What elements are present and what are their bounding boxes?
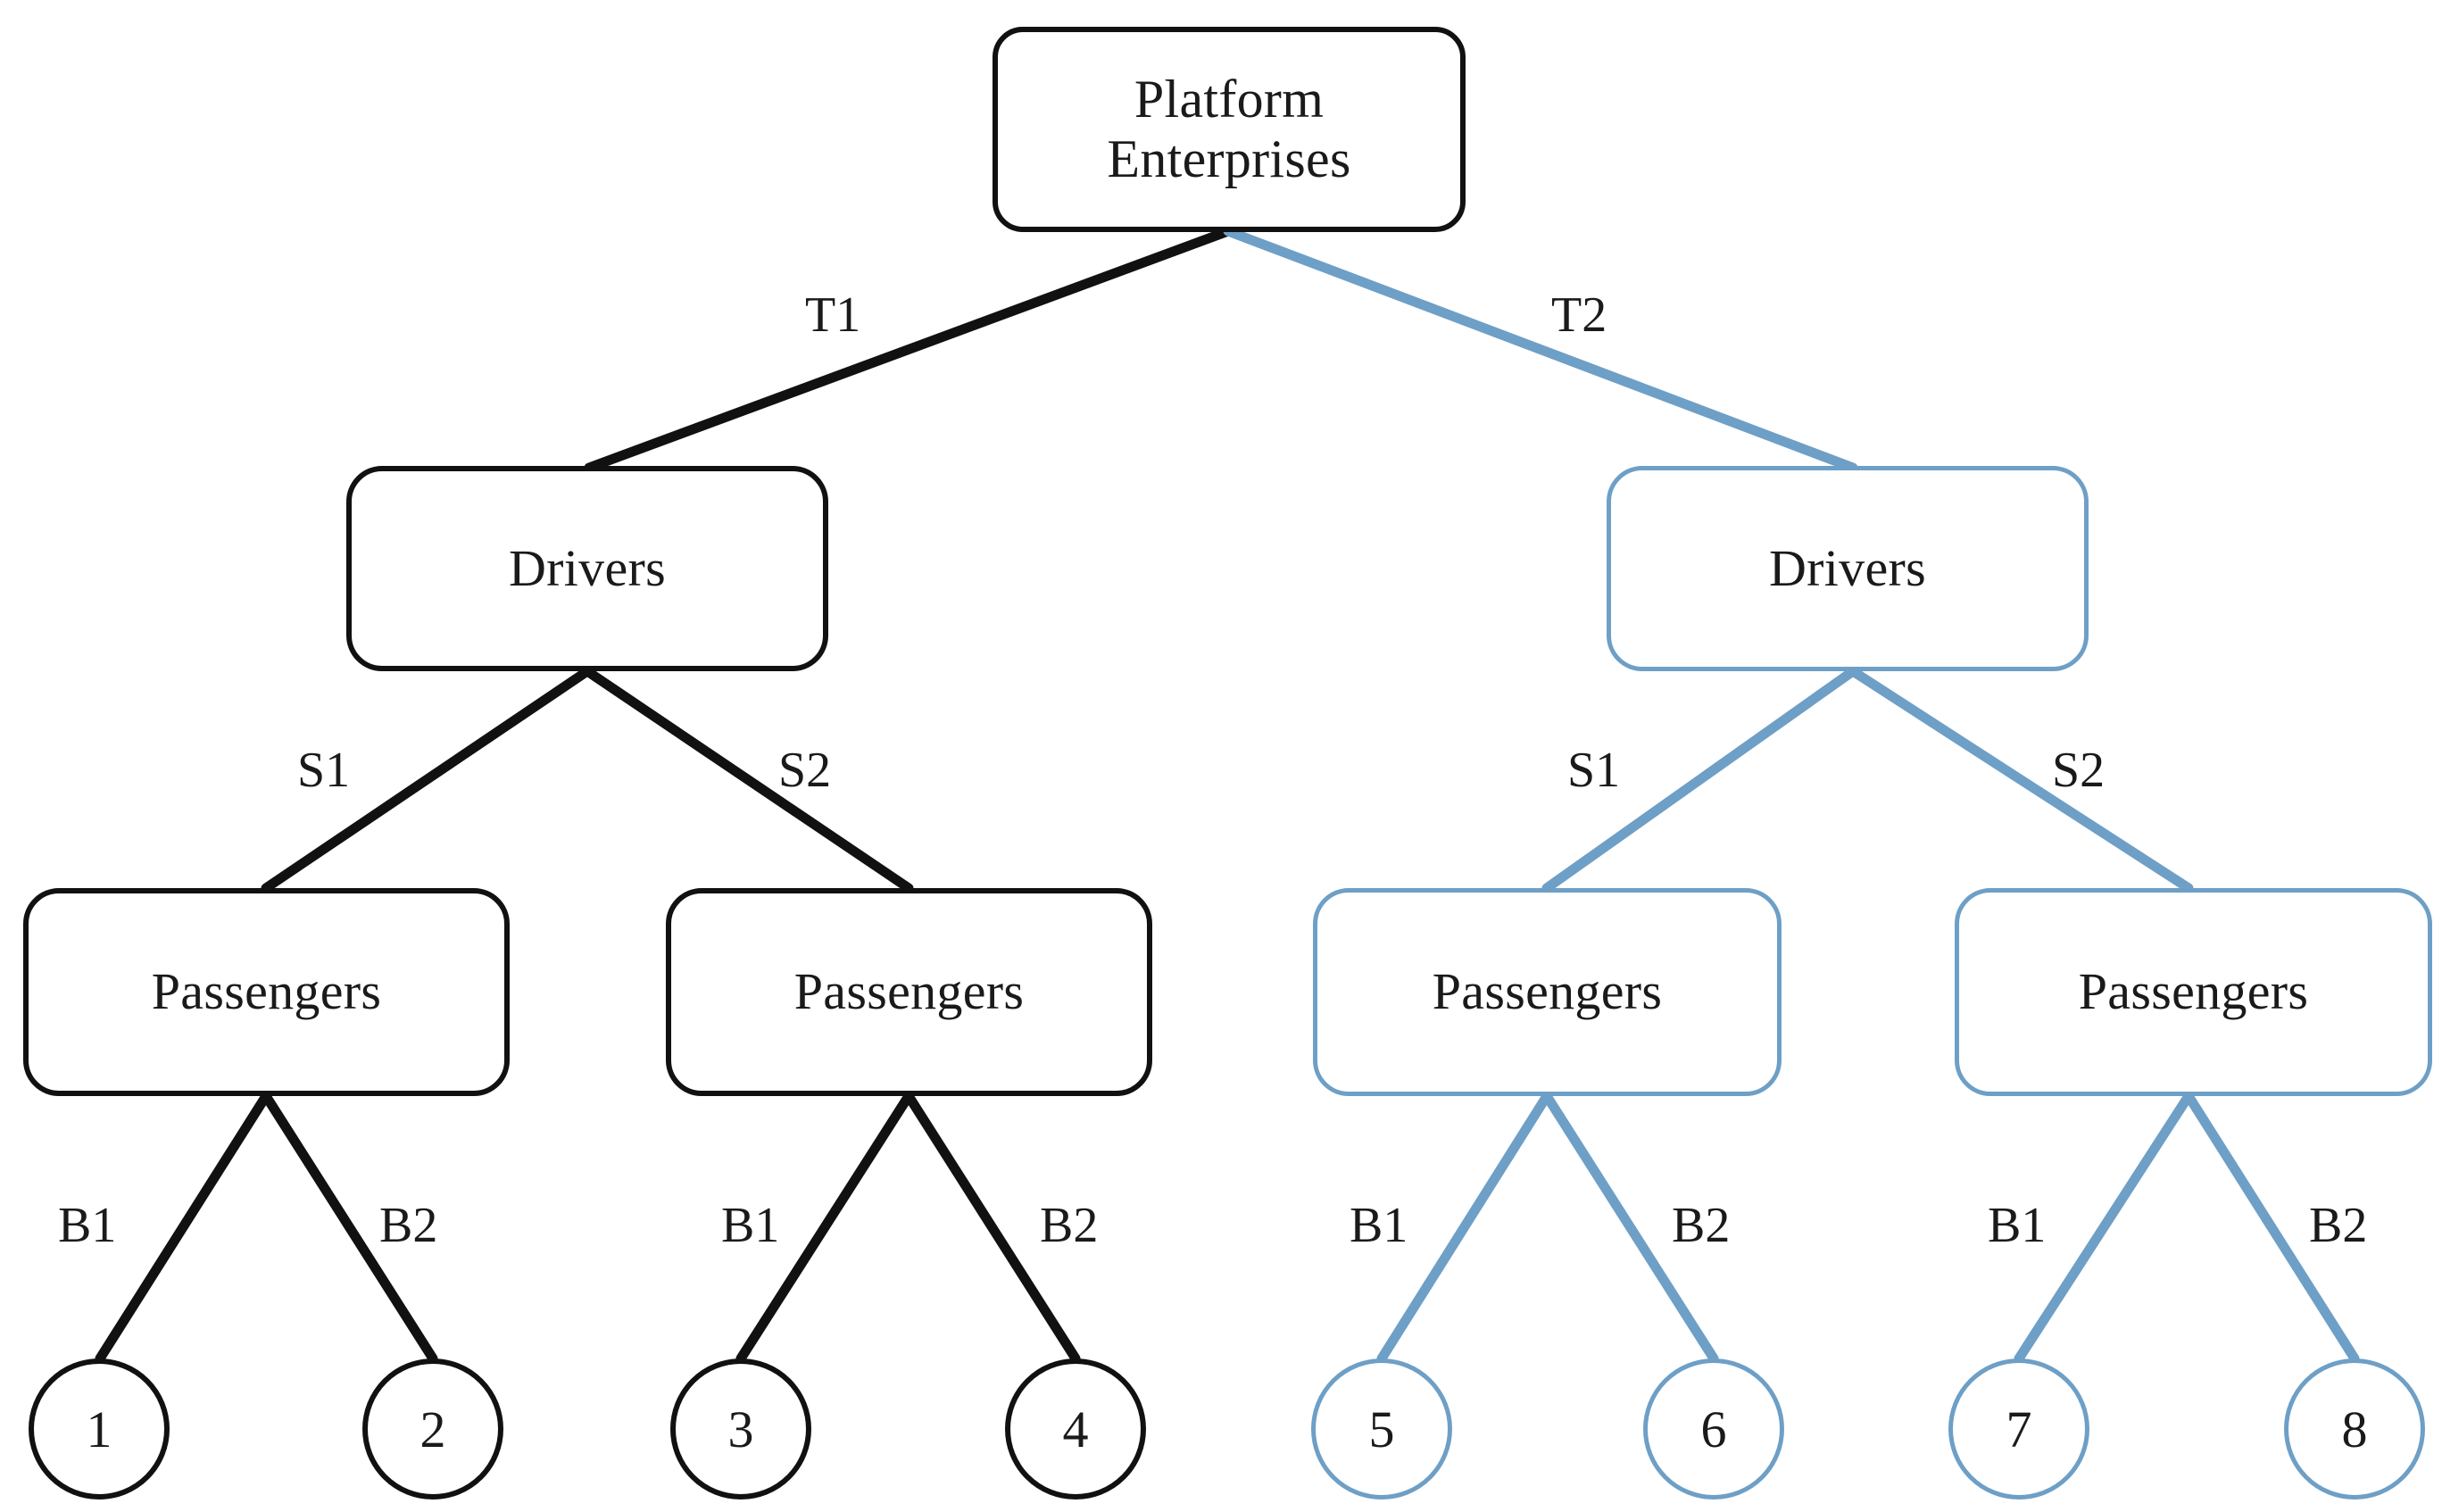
edge-b2-b [903, 1091, 1081, 1364]
edge-b1-b [735, 1091, 914, 1364]
node-passengers-3-label: Passengers [1432, 962, 1663, 1021]
node-passengers-4[interactable]: Passengers [1955, 888, 2432, 1096]
edge-b1-c [1376, 1091, 1552, 1364]
root-label-line2: Enterprises [1107, 129, 1351, 188]
leaf-node-5-label: 5 [1368, 1400, 1395, 1458]
edge-b2-c [1541, 1091, 1719, 1364]
edge-label-b1-b: B1 [721, 1198, 780, 1253]
leaf-node-4[interactable]: 4 [1005, 1358, 1146, 1500]
leaf-node-6-label: 6 [1700, 1400, 1727, 1458]
node-platform-enterprises[interactable]: Platform Enterprises [993, 27, 1466, 232]
edge-label-s2-right: S2 [2052, 743, 2106, 798]
leaf-node-1-label: 1 [86, 1400, 112, 1458]
node-drivers-right[interactable]: Drivers [1607, 466, 2089, 671]
leaf-node-3-label: 3 [727, 1400, 754, 1458]
edge-b2-d [2183, 1091, 2360, 1364]
edge-s1-right [1541, 666, 1858, 893]
node-passengers-3[interactable]: Passengers [1313, 888, 1782, 1096]
edge-t1 [584, 226, 1233, 473]
leaf-node-2-label: 2 [419, 1400, 446, 1458]
edge-t2 [1223, 226, 1858, 473]
leaf-node-2[interactable]: 2 [362, 1358, 503, 1500]
edge-b1-a [95, 1091, 271, 1364]
edge-label-s1-left: S1 [297, 743, 351, 798]
edge-s2-right [1848, 666, 2194, 893]
edge-label-s2-left: S2 [778, 743, 832, 798]
leaf-node-6[interactable]: 6 [1643, 1358, 1784, 1500]
edge-label-b2-a: B2 [379, 1198, 438, 1253]
edge-label-b1-c: B1 [1350, 1198, 1408, 1253]
leaf-node-1[interactable]: 1 [29, 1358, 170, 1500]
node-drivers-left-label: Drivers [508, 538, 667, 597]
leaf-node-4-label: 4 [1062, 1400, 1089, 1458]
node-drivers-right-label: Drivers [1768, 538, 1927, 597]
edge-label-b2-d: B2 [2309, 1198, 2368, 1253]
node-platform-enterprises-label: Platform Enterprises [1107, 70, 1350, 189]
leaf-node-8-label: 8 [2341, 1400, 2368, 1458]
edge-label-t1: T1 [805, 287, 861, 343]
edge-label-b1-a: B1 [58, 1198, 117, 1253]
node-passengers-1[interactable]: Passengers [23, 888, 510, 1096]
leaf-node-8[interactable]: 8 [2284, 1358, 2425, 1500]
node-passengers-1-label: Passengers [151, 962, 382, 1021]
edge-s1-left [261, 666, 593, 893]
edge-label-t2: T2 [1551, 287, 1607, 343]
leaf-node-5[interactable]: 5 [1311, 1358, 1452, 1500]
edge-b2-a [261, 1091, 438, 1364]
leaf-node-7-label: 7 [2006, 1400, 2032, 1458]
edge-label-b2-c: B2 [1672, 1198, 1731, 1253]
node-drivers-left[interactable]: Drivers [346, 466, 828, 671]
edge-label-b1-d: B1 [1988, 1198, 2047, 1253]
edge-label-s1-right: S1 [1567, 743, 1621, 798]
edge-s2-left [582, 666, 914, 893]
node-passengers-4-label: Passengers [2078, 962, 2309, 1021]
edge-b1-d [2014, 1091, 2194, 1364]
node-passengers-2[interactable]: Passengers [666, 888, 1152, 1096]
leaf-node-3[interactable]: 3 [670, 1358, 811, 1500]
root-label-line1: Platform [1134, 69, 1325, 129]
node-passengers-2-label: Passengers [793, 962, 1025, 1021]
leaf-node-7[interactable]: 7 [1948, 1358, 2089, 1500]
edge-label-b2-b: B2 [1040, 1198, 1099, 1253]
